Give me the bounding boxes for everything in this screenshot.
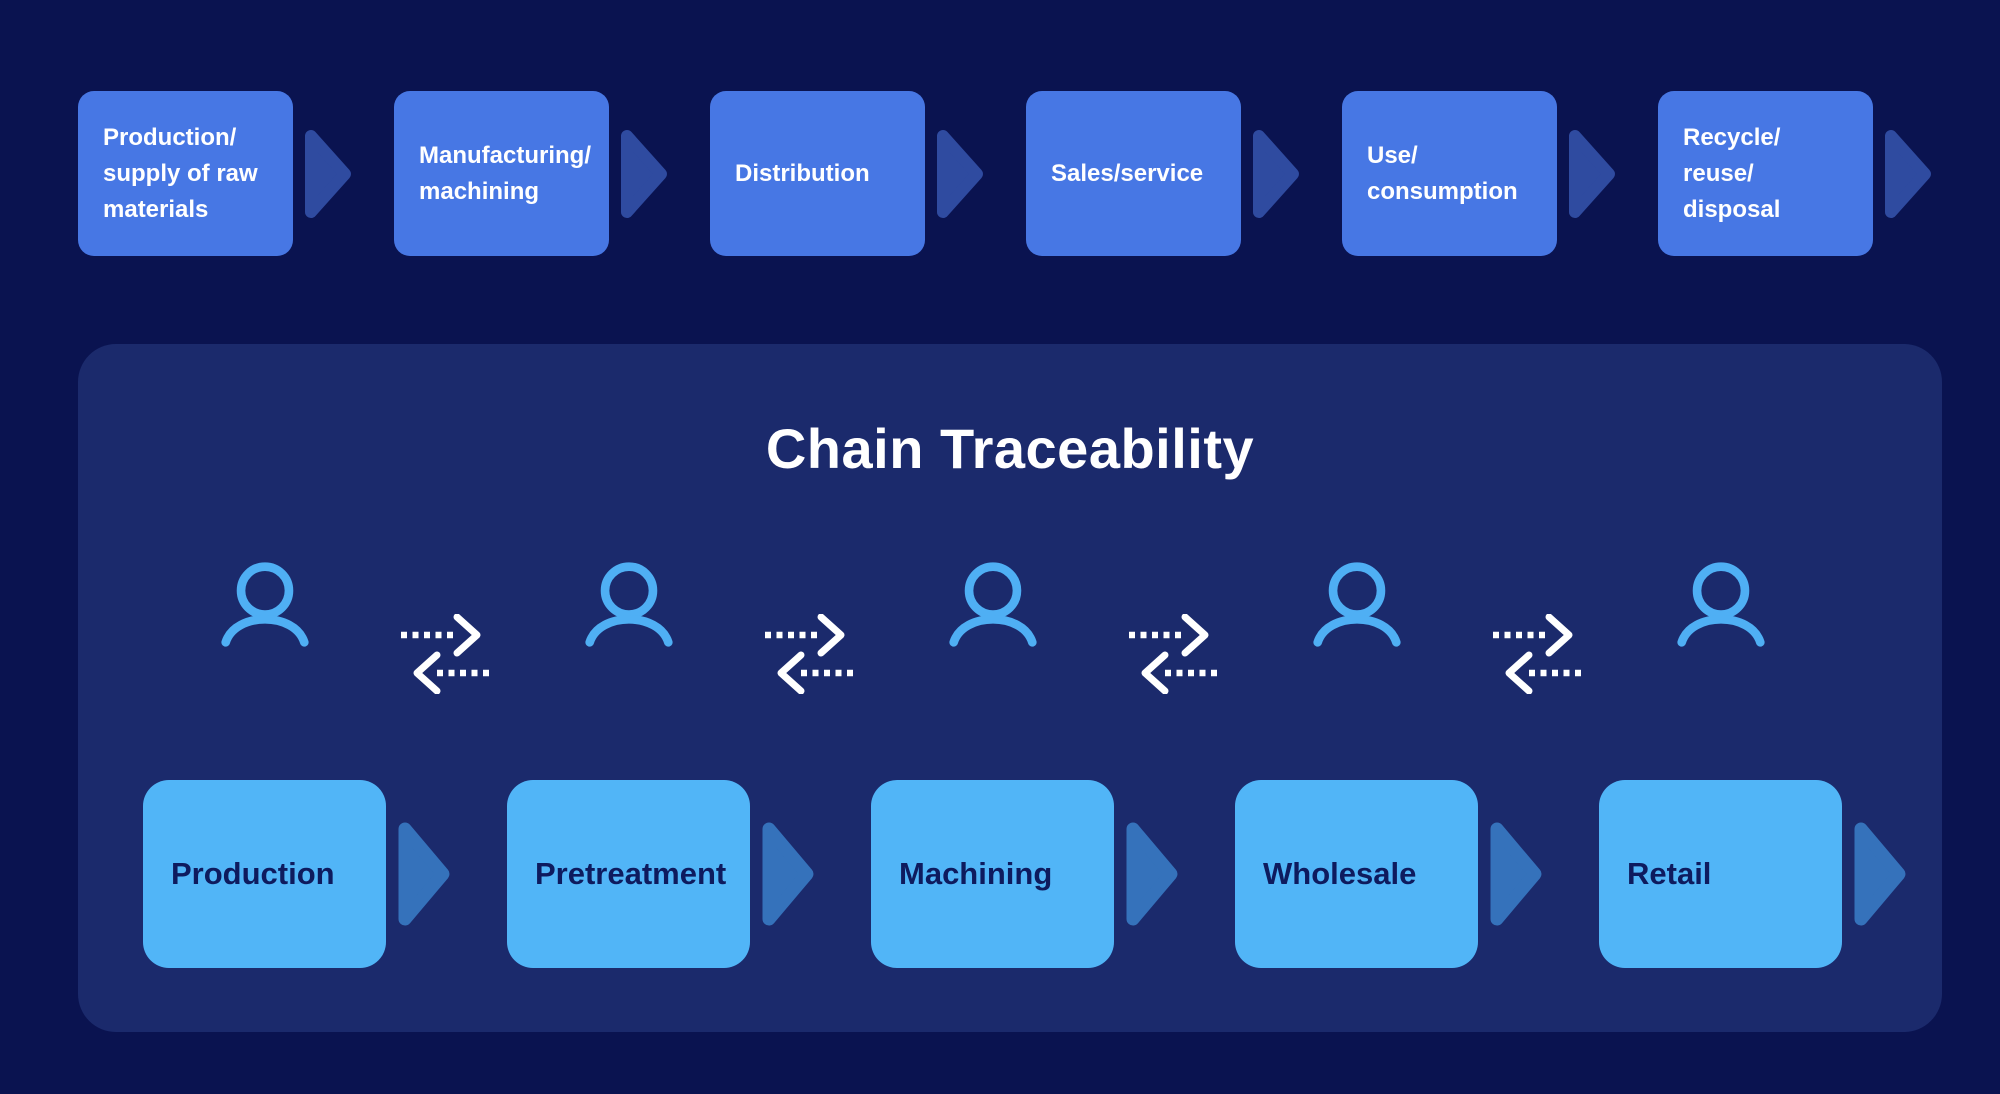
process-box: Pretreatment: [507, 780, 750, 968]
flow-arrow-zone: [386, 780, 507, 968]
flow-step-label: Production/ supply of raw materials: [103, 123, 258, 223]
flow-step-box: Use/ consumption: [1342, 91, 1557, 256]
person-icon: [220, 562, 309, 647]
flow-step: Production/ supply of raw materials: [78, 91, 394, 256]
flow-arrow-zone: [1114, 780, 1235, 968]
flow-step-label: Sales/service: [1051, 159, 1204, 187]
person-icon: [584, 562, 673, 647]
flow-arrow-zone: [1241, 91, 1342, 256]
flow-arrow-zone: [750, 780, 871, 968]
chevron-right-arrow-icon: [1490, 822, 1542, 926]
actor: [1235, 558, 1478, 694]
process-step: Wholesale: [1235, 780, 1599, 968]
bottom-flow-row: Production Pretreatment: [143, 780, 1963, 968]
process-box: Production: [143, 780, 386, 968]
process-label: Production: [171, 856, 335, 891]
chevron-right-arrow-icon: [937, 129, 983, 218]
chevron-right-arrow-icon: [1854, 822, 1906, 926]
actor: [143, 558, 386, 694]
flow-arrow-zone: [293, 91, 394, 256]
chevron-right-arrow-icon: [398, 822, 450, 926]
exchange-arrows: [1478, 558, 1599, 694]
flow-arrow-zone: [1478, 780, 1599, 968]
process-step: Production: [143, 780, 507, 968]
bidirectional-dashed-arrows-icon: [400, 614, 493, 694]
process-step: Pretreatment: [507, 780, 871, 968]
chevron-left: [777, 651, 804, 694]
chevron-right: [817, 614, 844, 657]
chevron-left: [413, 651, 440, 694]
chevron-right-arrow-icon: [621, 129, 667, 218]
bidirectional-dashed-arrows-icon: [764, 614, 857, 694]
flow-step: Use/ consumption: [1342, 91, 1658, 256]
flow-arrow-zone: [1873, 91, 1974, 256]
process-box: Machining: [871, 780, 1114, 968]
flow-step: Sales/service: [1026, 91, 1342, 256]
actor: [507, 558, 750, 694]
chevron-right-arrow-icon: [1885, 129, 1931, 218]
chevron-right-arrow-icon: [1126, 822, 1178, 926]
flow-step-box: Distribution: [710, 91, 925, 256]
process-label: Pretreatment: [535, 856, 727, 891]
flow-step: Recycle/ reuse/ disposal: [1658, 91, 1974, 256]
flow-step-box: Sales/service: [1026, 91, 1241, 256]
chevron-right-arrow-icon: [305, 129, 351, 218]
person-icon: [948, 562, 1037, 647]
top-flow-row: Production/ supply of raw materials Manu…: [78, 91, 1974, 256]
process-label: Wholesale: [1263, 856, 1417, 891]
actors-row: [143, 558, 1842, 694]
person-icon: [1312, 562, 1401, 647]
person-icon: [1676, 562, 1765, 647]
flow-step-label: Use/ consumption: [1367, 141, 1518, 205]
chevron-right-arrow-icon: [762, 822, 814, 926]
process-box: Wholesale: [1235, 780, 1478, 968]
panel-title: Chain Traceability: [765, 417, 1255, 480]
flow-step-box: Production/ supply of raw materials: [78, 91, 293, 256]
flow-step-label: Distribution: [735, 159, 870, 187]
process-label: Machining: [899, 856, 1053, 891]
exchange-arrows: [750, 558, 871, 694]
chevron-right: [1545, 614, 1572, 657]
process-step: Retail: [1599, 780, 1963, 968]
flow-step-label: Recycle/ reuse/ disposal: [1683, 123, 1781, 223]
chevron-right-arrow-icon: [1569, 129, 1615, 218]
flow-arrow-zone: [1842, 780, 1963, 968]
chevron-left: [1505, 651, 1532, 694]
flow-step: Distribution: [710, 91, 1026, 256]
chain-traceability-panel: Chain Traceability: [78, 344, 1942, 1032]
chevron-right: [453, 614, 480, 657]
bidirectional-dashed-arrows-icon: [1492, 614, 1585, 694]
flow-step-box: Manufacturing/ machining: [394, 91, 609, 256]
flow-step-box: Recycle/ reuse/ disposal: [1658, 91, 1873, 256]
process-label: Retail: [1627, 856, 1712, 891]
actor: [1599, 558, 1842, 694]
flow-arrow-zone: [925, 91, 1026, 256]
flow-step-label: Manufacturing/ machining: [419, 141, 591, 205]
process-box: Retail: [1599, 780, 1842, 968]
chevron-right-arrow-icon: [1253, 129, 1299, 218]
chevron-right: [1181, 614, 1208, 657]
flow-arrow-zone: [1557, 91, 1658, 256]
bidirectional-dashed-arrows-icon: [1128, 614, 1221, 694]
exchange-arrows: [1114, 558, 1235, 694]
actor: [871, 558, 1114, 694]
chevron-left: [1141, 651, 1168, 694]
flow-step: Manufacturing/ machining: [394, 91, 710, 256]
exchange-arrows: [386, 558, 507, 694]
process-step: Machining: [871, 780, 1235, 968]
flow-arrow-zone: [609, 91, 710, 256]
